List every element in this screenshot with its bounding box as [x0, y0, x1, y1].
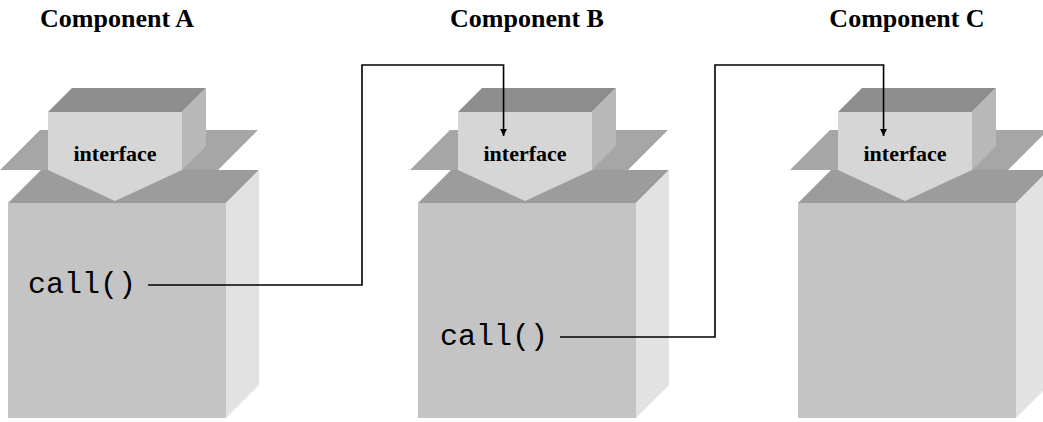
call-text: call()	[28, 268, 136, 302]
component-box: Component B call() interface	[418, 0, 636, 418]
interface-block: interface	[458, 138, 592, 170]
call-connector	[148, 65, 504, 285]
call-text: call()	[440, 320, 548, 354]
component-cube	[0, 88, 259, 418]
interface-block: interface	[48, 138, 182, 170]
component-box: Component C interface	[798, 0, 1016, 418]
component-label: Component C	[829, 4, 984, 34]
component-cube	[790, 88, 1043, 418]
call-connector	[560, 65, 884, 337]
interface-label: interface	[863, 141, 946, 167]
interface-label: interface	[483, 141, 566, 167]
component-box: Component A call() interface	[8, 0, 226, 418]
component-label: Component A	[40, 4, 194, 34]
interface-label: interface	[73, 141, 156, 167]
interface-block: interface	[838, 138, 972, 170]
component-cube	[410, 88, 669, 418]
component-label: Component B	[450, 4, 604, 34]
